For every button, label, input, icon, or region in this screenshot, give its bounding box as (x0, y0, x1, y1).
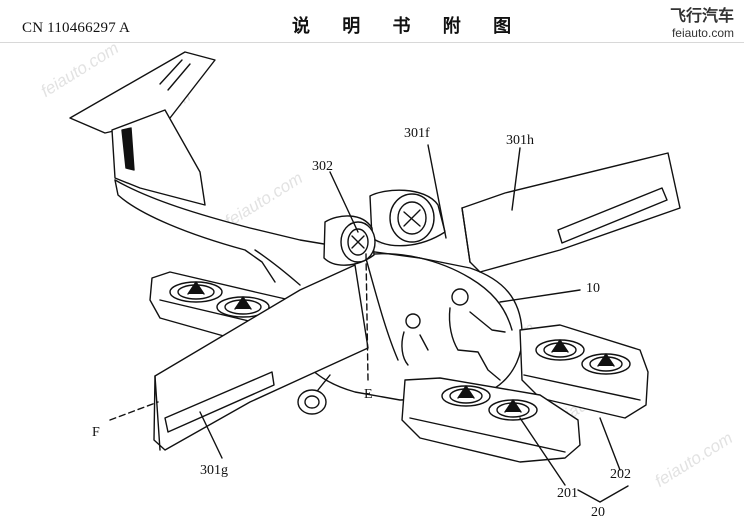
left-wing (153, 264, 369, 451)
logo-domain-text: feiauto.com (671, 26, 734, 40)
ducted-fan-engines (323, 189, 446, 266)
label-302: 302 (312, 159, 333, 174)
label-f: F (92, 425, 100, 440)
label-202: 202 (610, 467, 631, 482)
axis-f-line (109, 401, 159, 421)
pilot-figures (401, 288, 506, 381)
right-wing (461, 152, 681, 273)
vertical-tail (111, 109, 206, 206)
label-301g: 301g (200, 463, 228, 478)
right-pontoon (519, 324, 649, 419)
leader-lines (199, 144, 629, 503)
header-divider (0, 42, 744, 43)
label-301h: 301h (506, 133, 534, 148)
logo-chinese-text: 飞行汽车 (669, 6, 734, 25)
label-10: 10 (586, 281, 600, 296)
cockpit-canopy (364, 253, 513, 361)
label-20: 20 (591, 505, 605, 520)
label-e: E (364, 387, 373, 402)
site-logo: 飞行汽车 feiauto.com (644, 6, 734, 40)
patent-number: CN 110466297 A (22, 20, 131, 36)
label-301f: 301f (404, 126, 430, 141)
page-title: 说 明 书 附 图 (292, 16, 525, 37)
horizontal-tail (69, 51, 216, 134)
centre-axis-line (365, 253, 369, 381)
label-201: 201 (557, 486, 578, 501)
landing-gear (297, 374, 331, 415)
